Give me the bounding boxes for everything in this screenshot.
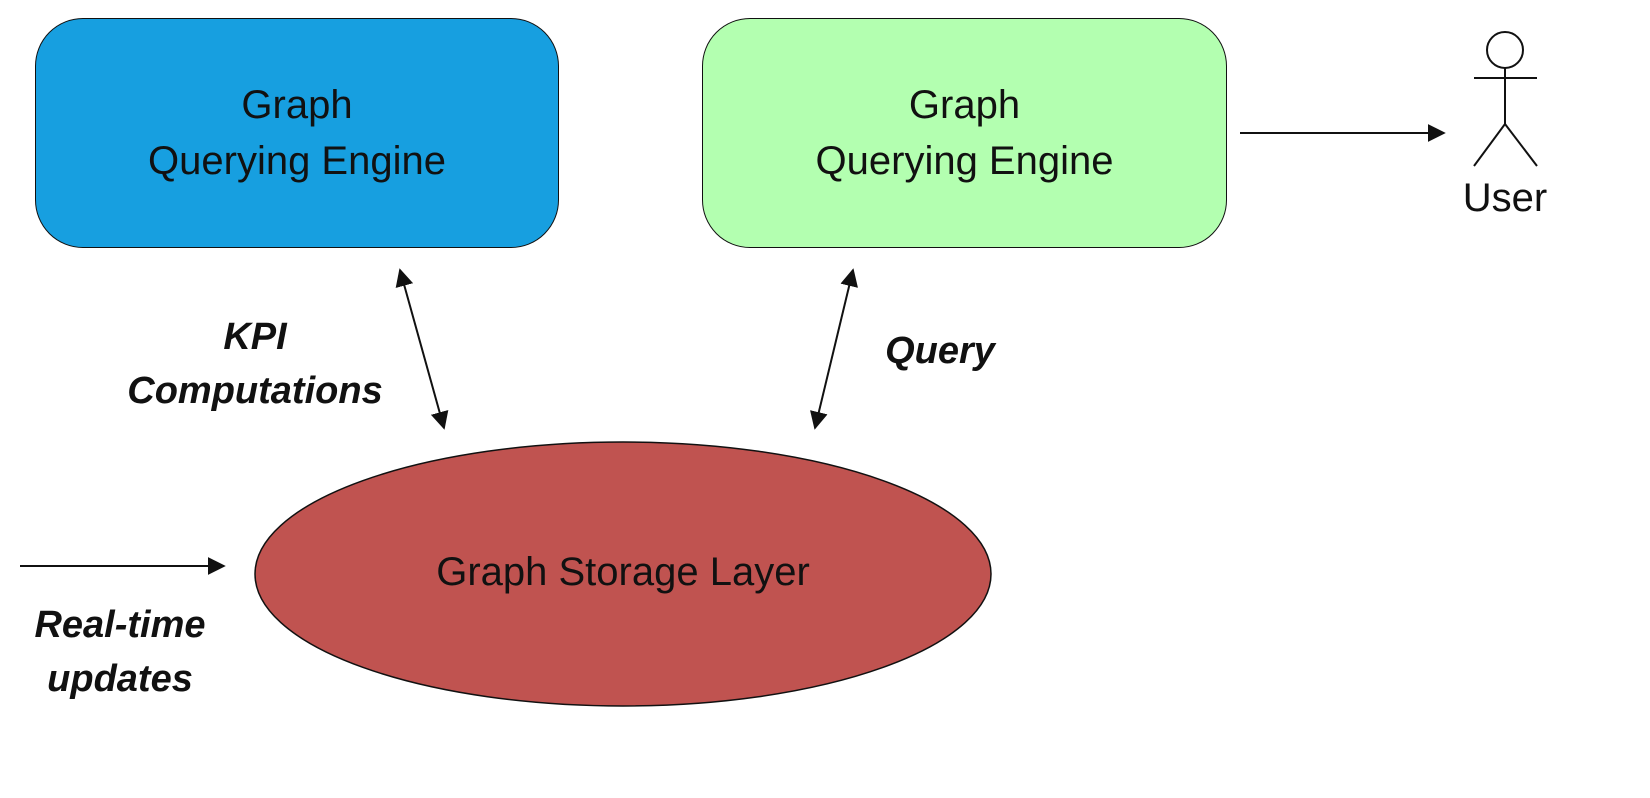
graph-querying-engine-left: Graph Querying Engine bbox=[35, 18, 559, 248]
graph-storage-ellipse bbox=[254, 441, 992, 707]
realtime-updates-label: Real-time updates bbox=[0, 598, 240, 706]
kpi-computations-arrow bbox=[395, 268, 449, 430]
updates-label-line1: Real-time bbox=[34, 604, 206, 646]
query-label: Query bbox=[885, 330, 995, 372]
kpi-label-line1: KPI bbox=[223, 316, 287, 358]
engine-right-title-line1: Graph bbox=[908, 83, 1021, 127]
stick-figure-user-icon bbox=[1473, 31, 1538, 167]
kpi-label-line2: Computations bbox=[127, 370, 383, 412]
engine-left-title-line1: Graph bbox=[241, 83, 353, 127]
graph-querying-engine-right: Graph Querying Engine bbox=[702, 18, 1227, 248]
engine-left-title-line2: Querying Engine bbox=[148, 139, 446, 183]
kpi-computations-label: KPI Computations bbox=[100, 310, 410, 418]
graph-storage-layer-label: Graph Storage Layer bbox=[436, 550, 810, 594]
engine-right-title-line2: Querying Engine bbox=[815, 139, 1114, 183]
query-arrow bbox=[810, 268, 858, 430]
updates-label-line2: updates bbox=[47, 658, 193, 700]
user-label: User bbox=[1462, 176, 1548, 220]
